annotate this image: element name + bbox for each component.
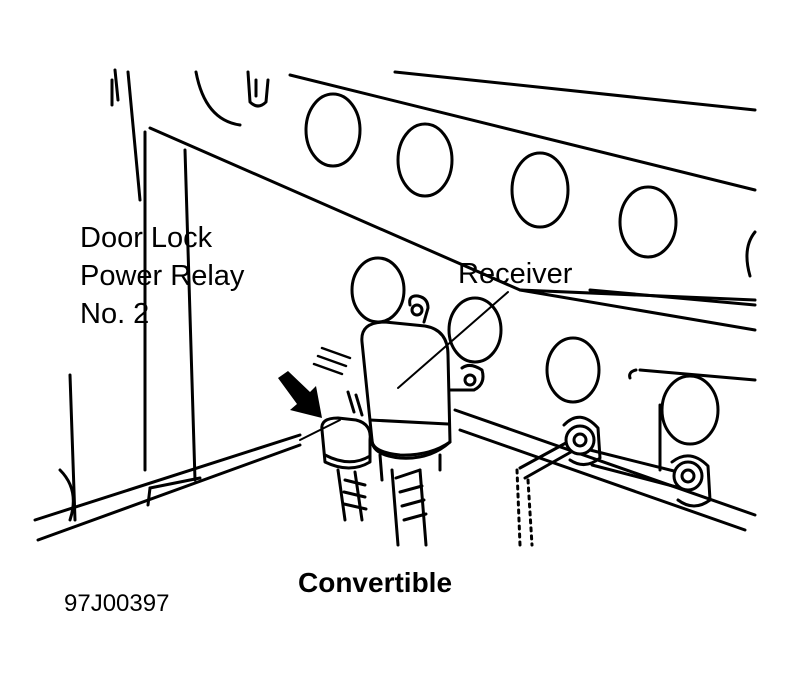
relay-label-line-1: Door Lock	[80, 222, 213, 254]
lock-linkage-rod	[515, 415, 712, 547]
top-tab	[246, 70, 270, 108]
top-curve	[194, 70, 242, 127]
relay-label-line-3: No. 2	[80, 298, 150, 330]
relay-label-line-2: Power Relay	[80, 260, 245, 292]
body-panel	[110, 68, 757, 482]
receiver-leader-line	[397, 291, 509, 389]
relay-connector	[320, 390, 372, 522]
figure-caption: Convertible	[298, 567, 453, 598]
relay-pointer-arrow	[278, 371, 322, 418]
hatch-marks	[312, 346, 352, 376]
receiver-unit	[360, 294, 485, 547]
panel-holes	[304, 92, 757, 446]
figure-id: 97J00397	[64, 590, 170, 617]
relay-leader-line	[299, 419, 341, 441]
relay-label: Door Lock Power Relay No. 2	[80, 219, 244, 333]
floor-sill	[33, 368, 757, 542]
receiver-label: Receiver	[458, 258, 573, 290]
